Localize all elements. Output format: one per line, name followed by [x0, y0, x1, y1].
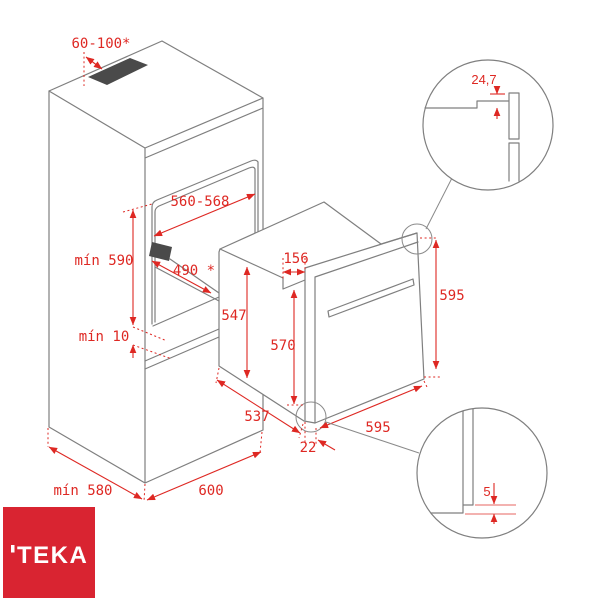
- detail-bottom-section-lines: [430, 408, 474, 514]
- dimension-annotations: 60-100* 560-568 mín 590 mín 10 490 * 156: [47, 36, 465, 503]
- dim-top-recess: 156: [282, 251, 309, 280]
- dim-front-overhang: 22: [300, 422, 336, 456]
- front-height-extensions: [420, 237, 440, 378]
- detail-bottom-gap-label: 5: [483, 484, 490, 499]
- min-gap-label: mín 10: [79, 329, 130, 345]
- door-height-label: 570: [270, 338, 295, 354]
- detail-circle-bottom-outline: [416, 407, 548, 539]
- niche-width-label: 560-568: [170, 194, 229, 210]
- oven-drawing: [218, 201, 433, 433]
- top-vent-label: 60-100*: [71, 36, 130, 52]
- logo-wordmark: TEKA: [17, 542, 88, 569]
- front-overhang-extensions: [304, 422, 317, 444]
- front-width-arrow: [319, 385, 423, 429]
- logo-background: [3, 507, 95, 598]
- cabinet-min-depth-label: mín 580: [53, 483, 112, 499]
- front-overhang-leader: [317, 439, 336, 451]
- cabinet-min-depth-extensions: [47, 428, 146, 503]
- detail-bottom-extension-lines: [465, 504, 516, 515]
- dim-body-depth: 537: [215, 367, 304, 439]
- niche-min-height-label: mín 590: [74, 253, 133, 269]
- teka-logo: TEKA: [3, 507, 95, 598]
- dim-shelf-vent-depth: 490 *: [151, 260, 215, 294]
- cabinet-width-arrow: [146, 451, 262, 501]
- dim-cabinet-width: 600: [146, 431, 263, 501]
- niche-width-arrow: [153, 193, 256, 237]
- dim-min-gap-below: mín 10: [79, 326, 173, 360]
- top-vent-opening: [88, 58, 148, 85]
- front-height-label: 595: [439, 288, 464, 304]
- min-gap-extensions: [132, 326, 173, 360]
- dim-niche-min-height: mín 590: [74, 203, 153, 326]
- leader-top-detail: [425, 177, 453, 230]
- top-recess-label: 156: [283, 251, 308, 267]
- front-overhang-label: 22: [300, 440, 317, 456]
- cabinet-min-depth-arrow: [48, 446, 143, 500]
- detail-top-overlap-label: 24,7: [471, 72, 496, 87]
- front-width-extension: [423, 380, 429, 390]
- top-vent-arrow: [85, 56, 103, 70]
- oven-detail-lines: [219, 232, 419, 424]
- dim-body-height: 547: [221, 266, 251, 379]
- cabinet-width-extension: [259, 431, 263, 454]
- front-width-label: 595: [365, 420, 390, 436]
- dim-cabinet-min-depth: mín 580: [47, 428, 146, 503]
- shelf-vent-depth-label: 490 *: [173, 263, 215, 279]
- shelf-vent-depth-arrow: [151, 260, 212, 294]
- niche-shelf-vent-opening: [149, 242, 172, 261]
- dim-front-height: 595: [420, 237, 465, 378]
- oven-silhouette: [218, 201, 425, 424]
- detail-circle-bottom: 5: [416, 407, 548, 539]
- cabinet-width-label: 600: [198, 483, 223, 499]
- detail-circle-top: 24,7: [422, 59, 554, 191]
- dim-front-width: 595: [319, 380, 429, 436]
- body-height-label: 547: [221, 308, 246, 324]
- detail-circle-top-outline: [422, 59, 554, 191]
- dim-top-vent: 60-100*: [71, 36, 131, 86]
- detail-top-section-lines: [424, 92, 520, 182]
- leader-bottom-detail: [325, 421, 420, 454]
- body-depth-arrow: [216, 379, 301, 434]
- oven-handle-bar: [327, 278, 415, 318]
- niche-height-extension-top: [122, 203, 153, 213]
- detail-marker-top-circle: [401, 223, 433, 255]
- logo-tick-mark: [11, 545, 15, 553]
- dim-niche-width: 560-568: [153, 193, 256, 237]
